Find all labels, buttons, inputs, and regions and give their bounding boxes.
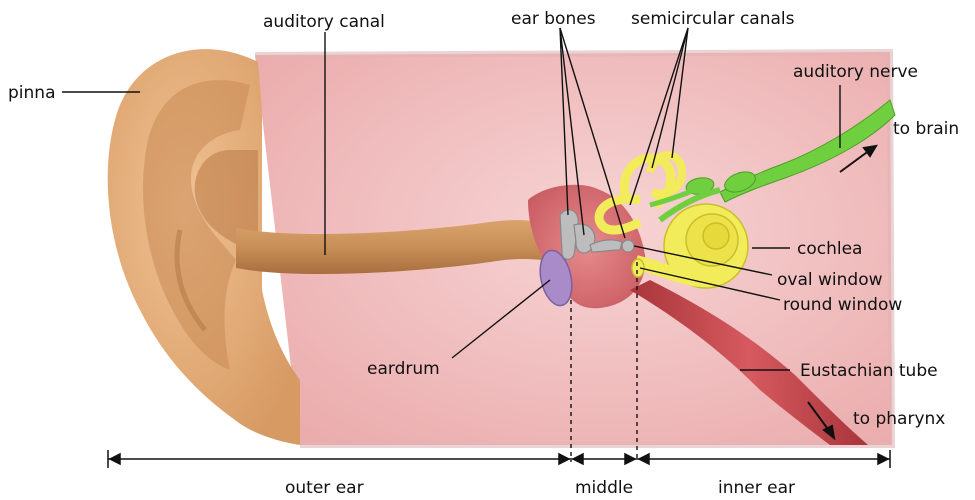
region-middle: middle: [575, 478, 633, 498]
label-semicircular-canals: semicircular canals: [631, 9, 795, 29]
region-inner-ear: inner ear: [718, 478, 795, 498]
label-auditory-canal: auditory canal: [263, 12, 385, 32]
pinna-shape: [107, 49, 300, 446]
auditory-canal-shape: [236, 220, 555, 275]
label-auditory-nerve: auditory nerve: [793, 62, 918, 82]
direction-arrows: [807, 144, 878, 441]
auditory-nerve-shape: [649, 99, 896, 223]
leader-lines: [62, 27, 841, 371]
label-ear-bones: ear bones: [511, 9, 596, 29]
region-dividers: [570, 262, 638, 462]
label-oval-window: oval window: [777, 270, 883, 290]
label-eardrum: eardrum: [367, 359, 440, 379]
label-pinna: pinna: [8, 83, 55, 103]
region-outer-ear: outer ear: [285, 478, 364, 498]
eardrum-shape: [539, 249, 573, 307]
ear-bones-shape: [559, 209, 635, 260]
label-cochlea: cochlea: [797, 239, 862, 259]
label-to-pharynx: to pharynx: [853, 409, 945, 429]
label-eustachian-tube: Eustachian tube: [800, 361, 938, 381]
label-round-window: round window: [783, 295, 902, 315]
label-to-brain: to brain: [893, 119, 959, 139]
inner-ear-structure: [594, 151, 749, 289]
region-span-arrows: [107, 450, 891, 468]
